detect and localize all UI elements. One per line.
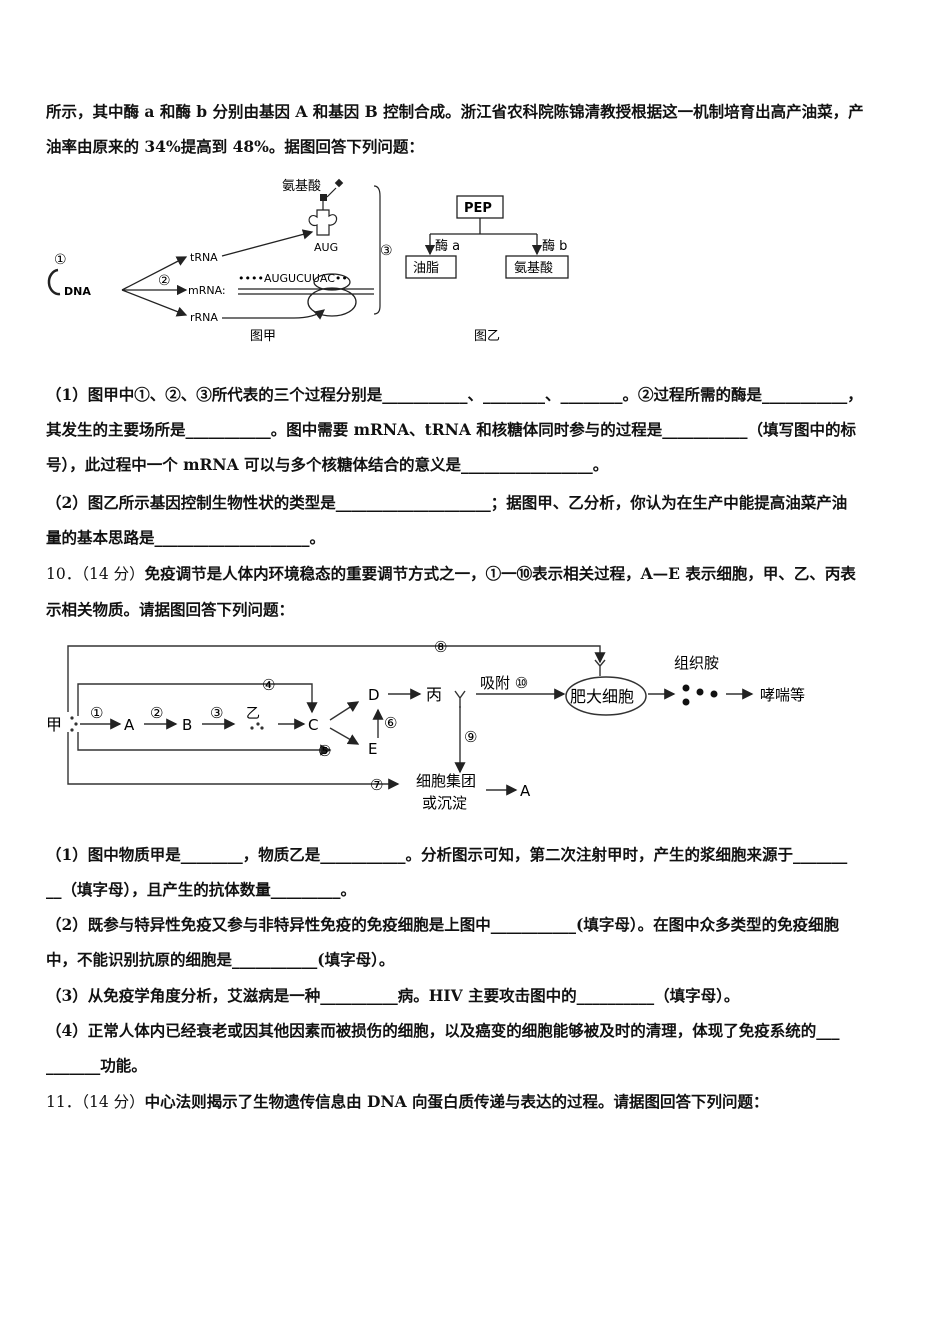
label-n1: ① xyxy=(90,704,103,722)
label-e: E xyxy=(368,740,377,758)
label-cluster-2: 或沉淀 xyxy=(422,794,467,812)
label-a: A xyxy=(124,716,135,734)
figure-yi-caption: 图乙 xyxy=(474,329,500,344)
process-2-label: ② xyxy=(158,273,171,289)
q9-p1-line-1: （1）图甲中①、②、③所代表的三个过程分别是___________、______… xyxy=(46,385,863,404)
mast-cell-label: 肥大细胞 xyxy=(570,687,634,706)
q9-p2-line-1: （2）图乙所示基因控制生物性状的类型是____________________；… xyxy=(46,493,848,512)
pep-label: PEP xyxy=(464,201,492,216)
q10-p1-line-1: （1）图中物质甲是________，物质乙是___________。分析图示可知… xyxy=(46,845,848,864)
label-a2: A xyxy=(520,782,531,800)
amino-label: 氨基酸 xyxy=(514,261,553,276)
label-b: B xyxy=(182,716,192,734)
question-10-part-1: （1）图中物质甲是________，物质乙是___________。分析图示可知… xyxy=(46,837,908,907)
trna-shape xyxy=(308,209,338,236)
label-jia: 甲 xyxy=(46,715,62,734)
q11-text: 中心法则揭示了生物遗传信息由 DNA 向蛋白质传递与表达的过程。请据图回答下列问… xyxy=(144,1092,769,1111)
rrna-label: rRNA xyxy=(190,311,218,324)
dna-label: DNA xyxy=(64,285,91,298)
antibody-bing-icon xyxy=(454,690,466,708)
label-n6: ⑥ xyxy=(384,714,397,732)
q10-p2-line-1: （2）既参与特异性免疫又参与非特异性免疫的免疫细胞是上图中___________… xyxy=(46,915,840,934)
label-n9: ⑨ xyxy=(464,728,477,746)
question-10-part-2: （2）既参与特异性免疫又参与非特异性免疫的免疫细胞是上图中___________… xyxy=(46,907,908,977)
q10-p4-line-2: _______功能。 xyxy=(46,1056,147,1075)
histamine-dots xyxy=(682,684,718,706)
q9-p1-line-2: 其发生的主要场所是___________。图中需要 mRNA、tRNA 和核糖体… xyxy=(46,420,857,439)
q10-number: 10．（14 分） xyxy=(46,565,145,583)
figure-yi: PEP 酶 a 酶 b 油脂 氨基酸 图乙 xyxy=(405,195,569,344)
antibody-icon xyxy=(594,659,606,676)
label-bing: 丙 xyxy=(426,685,442,704)
question-10-part-3: （3）从免疫学角度分析，艾滋病是一种__________病。HIV 主要攻击图中… xyxy=(46,978,908,1013)
antigen-dots xyxy=(70,716,264,732)
q10-p2-line-2: 中，不能识别抗原的细胞是___________(填字母）。 xyxy=(46,950,395,969)
amino-acid-square xyxy=(320,194,327,201)
intro-paragraph: 所示，其中酶 a 和酶 b 分别由基因 A 和基因 B 控制合成。浙江省农科院陈… xyxy=(46,94,908,164)
process-1-label: ① xyxy=(54,252,67,268)
label-c: C xyxy=(308,716,318,734)
trna-label: tRNA xyxy=(190,251,218,264)
question-9-part-2: （2）图乙所示基因控制生物性状的类型是____________________；… xyxy=(46,485,908,555)
figure-jia: 氨基酸 AUG ③ ① DNA ② tRNA mRNA: rRNA ••••AU… xyxy=(47,178,393,344)
aug-label: AUG xyxy=(314,241,338,254)
label-cluster-1: 细胞集团 xyxy=(416,772,476,790)
oil-box xyxy=(405,255,457,279)
question-10-stem: 10．（14 分）免疫调节是人体内环境稳态的重要调节方式之一，①一⑩表示相关过程… xyxy=(46,556,908,627)
intro-line-2: 油率由原来的 34%提高到 48%。据图回答下列问题： xyxy=(46,137,424,156)
q10-p1-line-2: __（填字母），且产生的抗体数量_________。 xyxy=(46,880,357,899)
label-n2: ② xyxy=(150,704,163,722)
enzyme-b-label: 酶 b xyxy=(542,238,567,254)
q10-p4-line-1: （4）正常人体内已经衰老或因其他因素而被损伤的细胞，以及癌变的细胞能够被及时的清… xyxy=(46,1021,840,1040)
amino-acid-label: 氨基酸 xyxy=(282,179,321,194)
label-d: D xyxy=(368,686,380,704)
q9-p2-line-2: 量的基本思路是____________________。 xyxy=(46,528,326,547)
ribosome-small xyxy=(313,273,351,291)
oil-label: 油脂 xyxy=(413,261,439,276)
q11-number: 11．（14 分） xyxy=(46,1093,145,1111)
label-n3: ③ xyxy=(210,704,223,722)
q9-p1-line-3: 号），此过程中一个 mRNA 可以与多个核糖体结合的意义是___________… xyxy=(46,455,609,474)
ribosome-large xyxy=(307,287,357,317)
label-adsorb: 吸附 ⑩ xyxy=(480,674,528,692)
question-10-part-4: （4）正常人体内已经衰老或因其他因素而被损伤的细胞，以及癌变的细胞能够被及时的清… xyxy=(46,1013,908,1083)
figure-jia-caption: 图甲 xyxy=(250,329,276,344)
amino-box xyxy=(505,255,569,279)
mast-cell xyxy=(565,676,647,716)
q10-line-1: 免疫调节是人体内环境稳态的重要调节方式之一，①一⑩表示相关过程，A—E 表示细胞… xyxy=(144,564,856,583)
label-wheeze: 哮喘等 xyxy=(760,686,805,704)
q10-line-2: 示相关物质。请据图回答下列问题： xyxy=(46,600,295,619)
enzyme-a-label: 酶 a xyxy=(435,238,460,254)
q10-p3-line: （3）从免疫学角度分析，艾滋病是一种__________病。HIV 主要攻击图中… xyxy=(46,986,740,1005)
amino-acid-diamond xyxy=(334,178,344,188)
intro-line-1: 所示，其中酶 a 和酶 b 分别由基因 A 和基因 B 控制合成。浙江省农科院陈… xyxy=(46,102,864,121)
label-n4: ④ xyxy=(262,676,275,694)
process-3-label: ③ xyxy=(380,243,393,259)
label-n7: ⑦ xyxy=(370,776,383,794)
mrna-label: mRNA: xyxy=(188,284,226,297)
label-histamine: 组织胺 xyxy=(674,654,719,672)
figure-immune: 肥大细胞 甲 ① A ② B ③ 乙 C ④ ⑤ D E ⑥ 丙 吸附 ⑩ ⑧ … xyxy=(46,638,805,812)
question-11-stem: 11．（14 分）中心法则揭示了生物遗传信息由 DNA 向蛋白质传递与表达的过程… xyxy=(46,1084,908,1120)
label-n8: ⑧ xyxy=(434,638,447,656)
label-yi: 乙 xyxy=(246,706,260,722)
label-n5: ⑤ xyxy=(318,742,331,760)
question-9-part-1: （1）图甲中①、②、③所代表的三个过程分别是___________、______… xyxy=(46,377,908,482)
